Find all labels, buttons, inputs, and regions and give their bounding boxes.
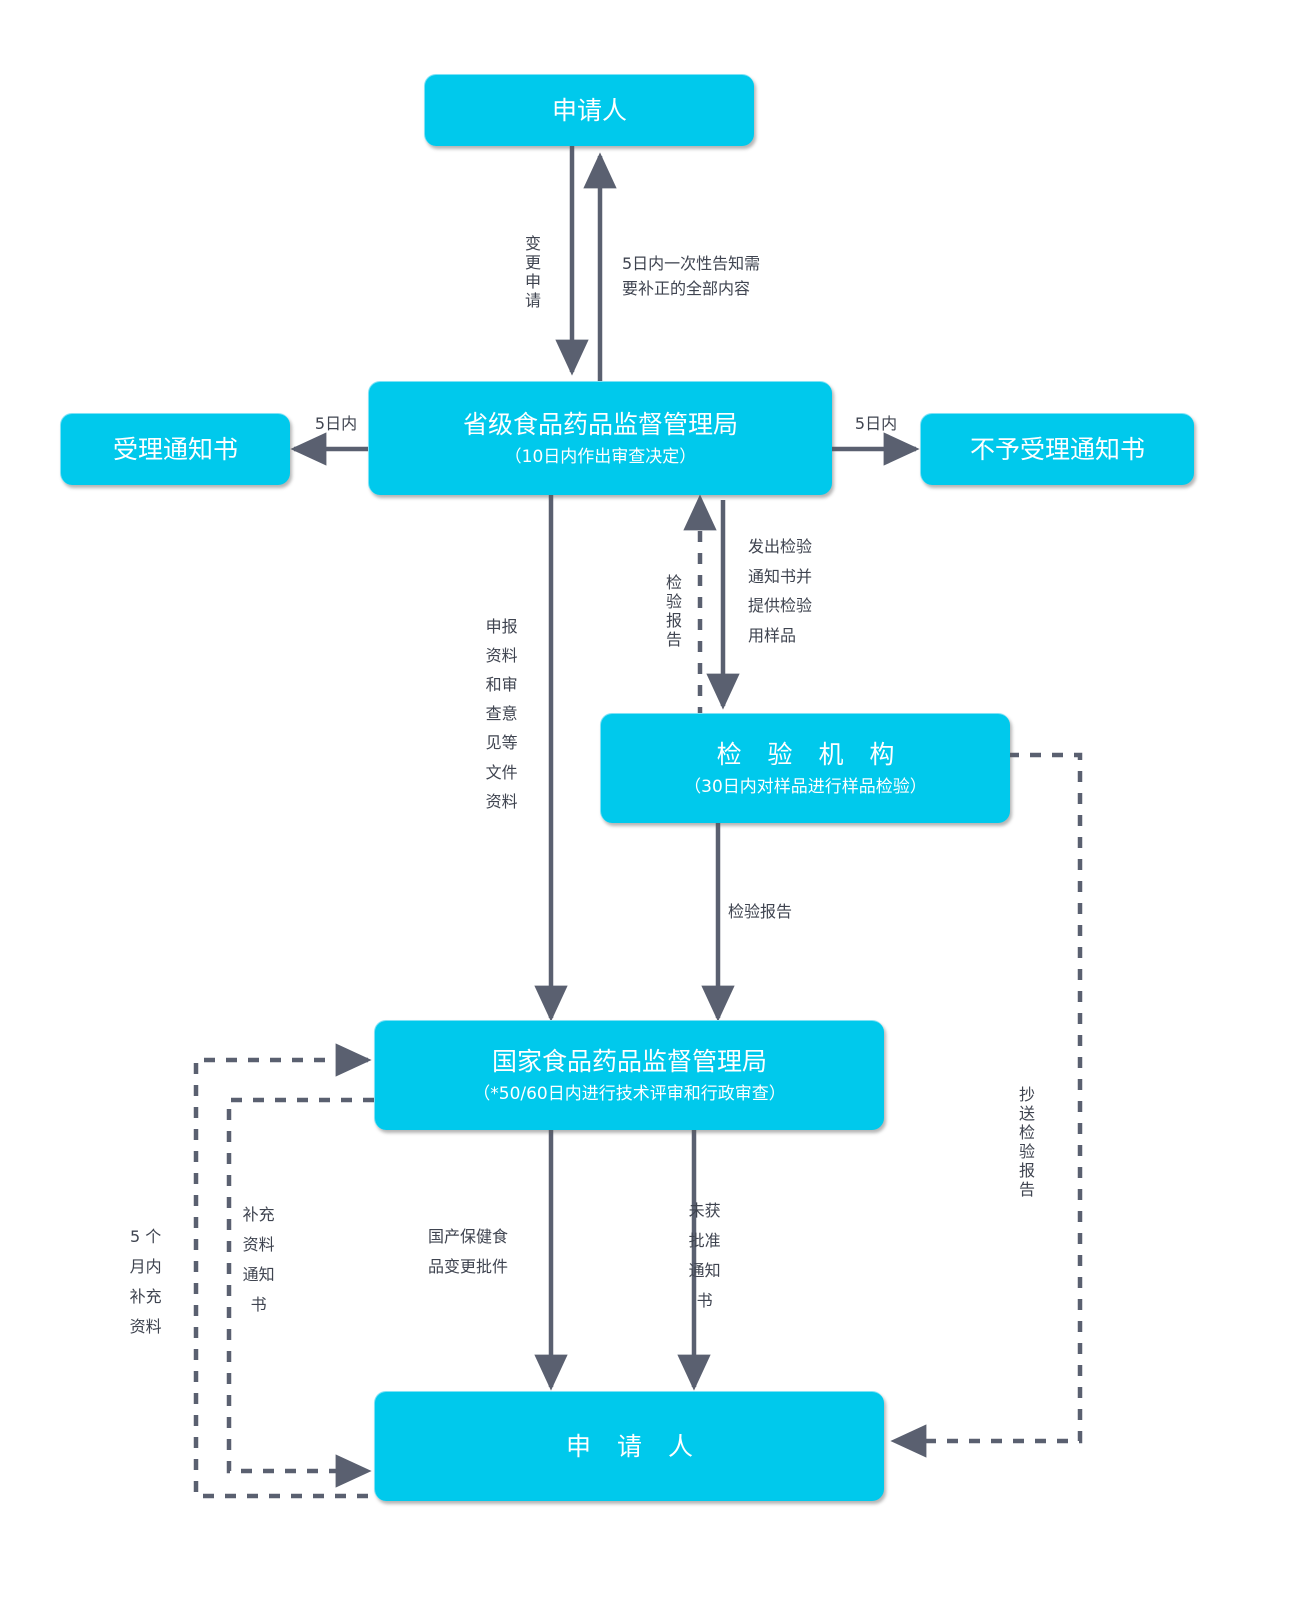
node-provincial-bureau[interactable]: 省级食品药品监督管理局 （10日内作出审查决定）	[368, 381, 832, 495]
node-national-bureau[interactable]: 国家食品药品监督管理局 （*50/60日内进行技术评审和行政审查）	[374, 1020, 884, 1130]
edge-supplement-5-months	[193, 1043, 372, 1499]
node-acceptance-notice-title: 受理通知书	[112, 434, 238, 464]
label-change-application: 变更申请	[522, 235, 541, 311]
node-inspection-agency-subtitle: （30日内对样品进行样品检验）	[684, 777, 927, 798]
label-approval-document: 国产保健食 品变更批件	[428, 1227, 509, 1276]
node-provincial-bureau-subtitle: （10日内作出审查决定）	[504, 447, 697, 468]
label-issue-inspection-notice: 发出检验 通知书并 提供检验 用样品	[748, 537, 813, 645]
node-national-bureau-title: 国家食品药品监督管理局	[491, 1046, 767, 1076]
edge-copy-inspection-report	[890, 752, 1083, 1458]
node-inspection-agency-title: 检 验 机 构	[716, 739, 904, 769]
node-national-bureau-subtitle: （*50/60日内进行技术评审和行政审查）	[473, 1084, 786, 1105]
node-applicant-top[interactable]: 申请人	[424, 74, 754, 146]
label-notify-corrections: 5日内一次性告知需 要补正的全部内容	[622, 254, 761, 298]
node-provincial-bureau-title: 省级食品药品监督管理局	[462, 409, 738, 439]
node-applicant-top-title: 申请人	[551, 95, 627, 125]
node-rejection-notice[interactable]: 不予受理通知书	[920, 413, 1194, 485]
node-inspection-agency[interactable]: 检 验 机 构 （30日内对样品进行样品检验）	[600, 713, 1010, 823]
label-acceptance-days: 5日内	[314, 414, 358, 433]
node-rejection-notice-title: 不予受理通知书	[969, 434, 1145, 464]
label-submit-documents: 申报资料和审查意见等文件资料	[485, 617, 518, 811]
label-supplement-5-months: 5 个月内补充资料	[129, 1227, 162, 1337]
node-applicant-bottom-title: 申 请 人	[566, 1431, 702, 1461]
label-inspection-report-up: 检验报告	[663, 574, 682, 650]
node-applicant-bottom[interactable]: 申 请 人	[374, 1391, 884, 1501]
label-inspection-report-down: 检验报告	[728, 902, 793, 921]
label-not-approved-notice: 未获批准通知书	[688, 1201, 721, 1311]
label-rejection-days: 5日内	[854, 414, 898, 433]
label-copy-inspection-report: 抄送检验报告	[1016, 1086, 1035, 1200]
node-acceptance-notice[interactable]: 受理通知书	[60, 413, 290, 485]
label-supplement-notice: 补充资料通知书	[242, 1205, 275, 1315]
edge-supplement-notice	[226, 1097, 374, 1488]
